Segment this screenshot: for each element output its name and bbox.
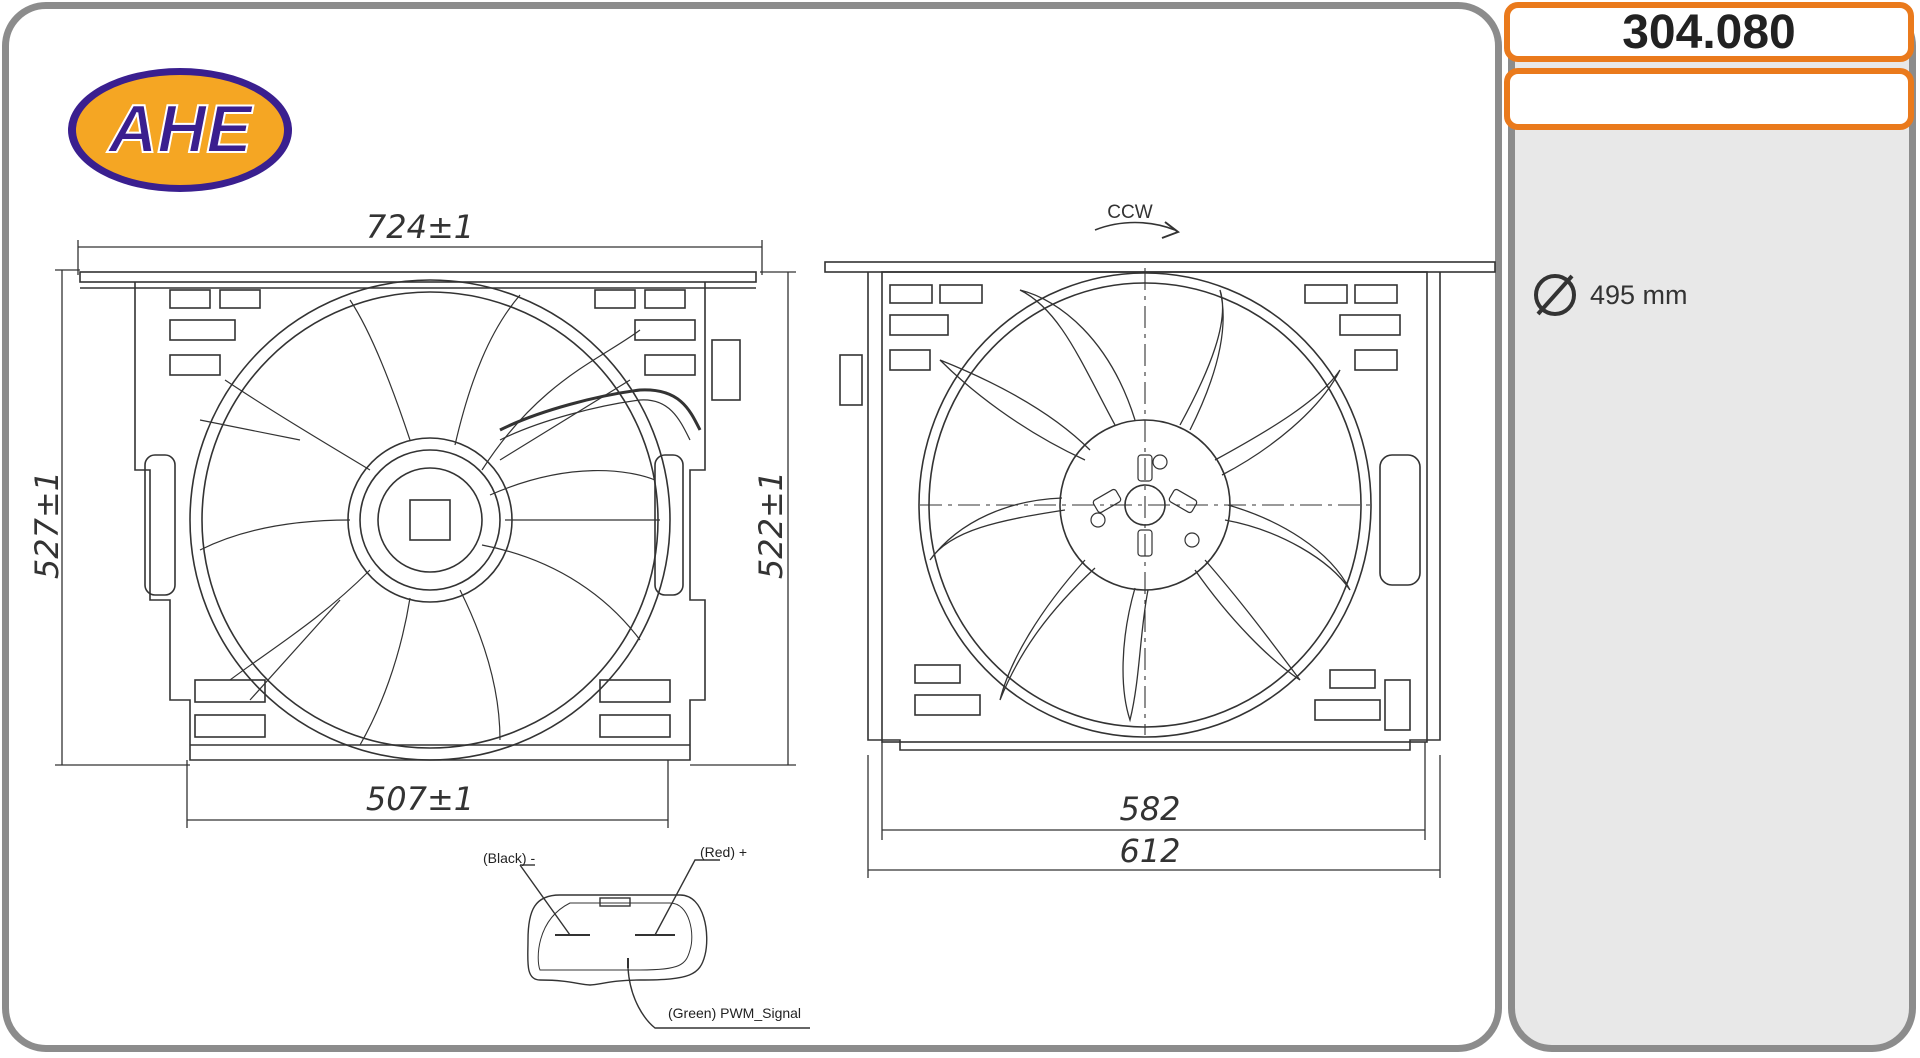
diameter-spec: 495 mm: [1532, 272, 1688, 318]
rotation-label: CCW: [1107, 202, 1152, 223]
base-width-label: 507±1: [366, 780, 474, 818]
pin-red-label: (Red) +: [700, 844, 747, 860]
arrow-icon: [1094, 221, 1176, 231]
pin-black-label: (Black) -: [483, 850, 535, 866]
logo-text: AHE: [106, 91, 254, 167]
pin-signal-label: (Green) PWM_Signal: [668, 1005, 801, 1021]
ahe-logo: AHE: [68, 68, 292, 192]
outer-width-label: 612: [1119, 832, 1180, 870]
sub-info-box: [1504, 68, 1914, 130]
width-overall-label: 724±1: [366, 208, 474, 246]
front-view-dimensions: [55, 240, 796, 828]
height-left-label: 527±1: [28, 471, 66, 579]
rear-view-dimensions: [867, 742, 1441, 878]
diameter-icon: [1534, 274, 1576, 316]
connector-diagram: [519, 859, 810, 1029]
info-panel: [1508, 2, 1916, 1052]
fan-rear-view: [824, 261, 1496, 751]
part-number: 304.080: [1504, 2, 1914, 62]
inner-width-label: 582: [1119, 790, 1180, 828]
diameter-value: 495 mm: [1590, 279, 1688, 310]
height-right-label: 522±1: [752, 471, 790, 579]
rotation-indicator: CCW: [1094, 202, 1181, 239]
fan-front-view: [79, 271, 757, 761]
